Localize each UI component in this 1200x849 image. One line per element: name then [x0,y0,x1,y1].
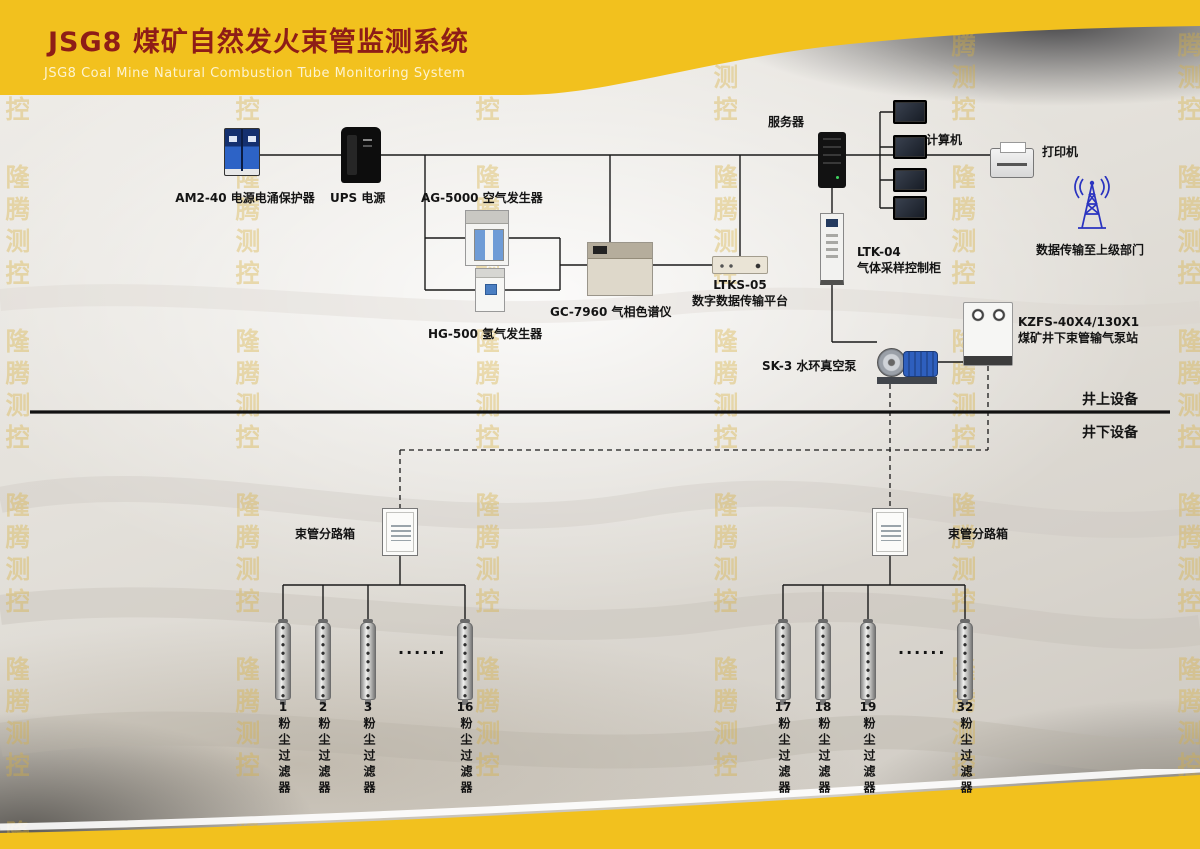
surge-protector-icon [224,128,260,176]
filter-number-32: 32 [956,700,974,714]
hydrogen-generator-icon [475,268,505,312]
watermark-column: 隆腾测控 隆腾测控 隆腾测控 隆腾测控 隆腾测控 隆腾测控 隆腾测控 隆腾测控 … [950,0,975,849]
ups-label: UPS 电源 [330,191,386,205]
dust-filter-3-icon [360,619,376,705]
filter-name-18: 粉尘过滤器 [817,717,831,797]
server-icon [818,132,846,188]
server-label: 服务器 [768,115,805,129]
ltk-model: LTK-04 [857,245,901,259]
ellipsis-right: ······ [898,643,947,662]
footer-band [0,769,1200,849]
filter-number-1: 1 [278,700,288,714]
computer-monitor-icon [893,168,927,192]
antenna-label: 数据传输至上级部门 [1036,243,1145,257]
pump-station-icon [963,302,1013,366]
filter-name-3: 粉尘过滤器 [362,717,376,797]
branch-box-right-icon [872,508,908,556]
filter-name-2: 粉尘过滤器 [317,717,331,797]
dust-filter-18-icon [815,619,831,705]
dust-filter-32-icon [957,619,973,705]
air-generator-icon [465,210,509,266]
gas-chromatograph-label: GC-7960 气相色谱仪 [550,305,672,319]
dust-filter-16-icon [457,619,473,705]
printer-icon [990,142,1034,178]
filter-name-16: 粉尘过滤器 [459,717,473,797]
branch-box-left-label: 束管分路箱 [295,527,356,541]
ups-icon [341,127,381,183]
dashed-tube-lines [399,366,989,508]
dust-filter-2-icon [315,619,331,705]
data-transmission-platform-icon [712,256,768,274]
filter-number-18: 18 [814,700,832,714]
dust-filter-17-icon [775,619,791,705]
watermark-column: 隆腾测控 隆腾测控 隆腾测控 隆腾测控 隆腾测控 隆腾测控 隆腾测控 隆腾测控 … [4,0,29,849]
filter-name-19: 粉尘过滤器 [862,717,876,797]
surface-zone-label: 井上设备 [1082,392,1138,408]
air-generator-label: AG-5000 空气发生器 [421,191,543,205]
filter-name-1: 粉尘过滤器 [277,717,291,797]
vacuum-pump-label: SK-3 水环真空泵 [762,359,857,373]
ltk-name: 气体采样控制柜 [857,261,942,276]
antenna-icon [1074,176,1110,229]
filter-number-17: 17 [774,700,792,714]
ltks-name: 数字数据传输平台 [691,294,788,309]
filter-number-19: 19 [859,700,877,714]
watermark-column: 隆腾测控 隆腾测控 隆腾测控 隆腾测控 隆腾测控 隆腾测控 隆腾测控 隆腾测控 … [712,0,737,849]
ellipsis-left: ······ [398,643,447,662]
computer-monitor-icon [893,100,927,124]
computer-label: 计算机 [926,133,963,147]
vacuum-pump-icon [877,344,938,384]
filter-number-2: 2 [318,700,328,714]
kzfs-name: 煤矿井下束管输气泵站 [1018,331,1139,346]
watermark-column: 隆腾测控 隆腾测控 隆腾测控 隆腾测控 隆腾测控 隆腾测控 隆腾测控 隆腾测控 … [474,0,499,849]
pump-station-label: KZFS-40X4/130X1 煤矿井下束管输气泵站 [1018,314,1139,346]
branch-box-left-icon [382,508,418,556]
computer-monitor-icon [893,196,927,220]
data-transmission-platform-label: LTKS-05 数字数据传输平台 [682,277,798,309]
kzfs-model: KZFS-40X4/130X1 [1018,315,1140,329]
printer-label: 打印机 [1042,145,1079,159]
filter-name-32: 粉尘过滤器 [959,717,973,797]
branch-box-right-label: 束管分路箱 [948,527,1009,541]
dust-filter-19-icon [860,619,876,705]
hydrogen-generator-label: HG-500 氢气发生器 [428,327,543,341]
gas-chromatograph-icon [587,242,653,296]
solid-wiring [242,111,995,622]
underground-zone-label: 井下设备 [1082,425,1138,441]
gas-sampling-cabinet-icon [820,213,844,285]
filter-name-17: 粉尘过滤器 [777,717,791,797]
dust-filter-1-icon [275,619,291,705]
surge-protector-label: AM2-40 电源电涌保护器 [175,191,315,205]
watermark-column: 隆腾测控 隆腾测控 隆腾测控 隆腾测控 隆腾测控 隆腾测控 隆腾测控 隆腾测控 … [1176,0,1200,849]
filter-number-16: 16 [456,700,474,714]
header-band [0,0,1200,95]
page-subtitle: JSG8 Coal Mine Natural Combustion Tube M… [44,66,466,81]
ltks-model: LTKS-05 [713,278,767,292]
filter-number-3: 3 [363,700,373,714]
page-title: JSG8 煤矿自然发火束管监测系统 [48,27,469,58]
gas-sampling-cabinet-label: LTK-04 气体采样控制柜 [857,244,941,276]
computer-monitor-icon [893,135,927,159]
